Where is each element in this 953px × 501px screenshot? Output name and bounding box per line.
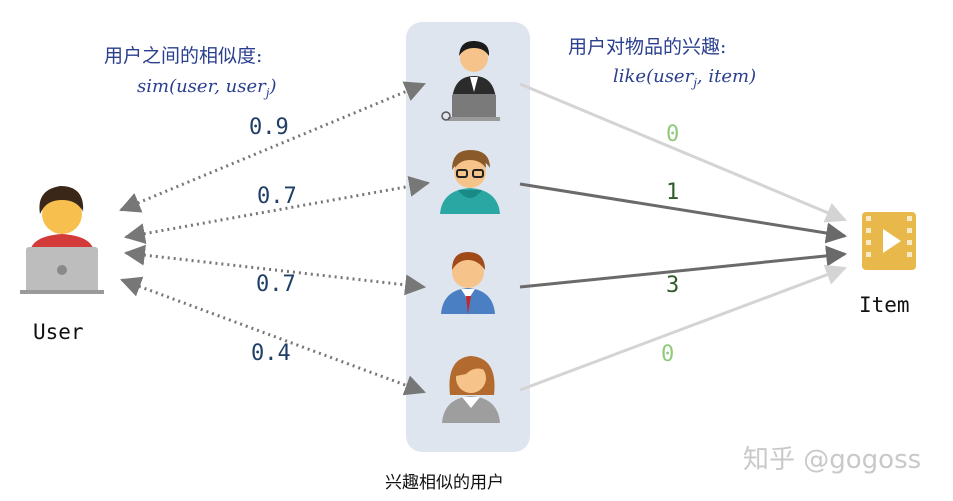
- similar-user-3-icon: [441, 252, 495, 314]
- similarity-lines: [119, 81, 431, 396]
- similar-user-2-icon: [440, 150, 500, 214]
- interest-formula-sub: j: [690, 76, 697, 90]
- user-label: User: [33, 320, 84, 344]
- similarity-formula-main: sim(user, user: [137, 76, 267, 97]
- interest-value-2: 1: [666, 180, 679, 205]
- item-video-icon: [862, 212, 916, 270]
- similarity-formula: sim(user, userj): [137, 76, 277, 100]
- similarity-value-3: 0.7: [256, 272, 296, 297]
- item-label: Item: [859, 293, 910, 317]
- similarity-value-4: 0.4: [251, 341, 291, 366]
- interest-line-2: [519, 182, 848, 244]
- interest-formula-close: , item): [697, 66, 756, 87]
- similarity-formula-close: ): [268, 76, 276, 97]
- similarity-title: 用户之间的相似度:: [104, 45, 262, 67]
- interest-value-1: 0: [666, 122, 679, 147]
- watermark: 知乎 @gogoss: [743, 445, 921, 475]
- interest-title: 用户对物品的兴趣:: [568, 36, 726, 58]
- user-avatar-icon: [20, 186, 104, 294]
- interest-value-4: 0: [661, 342, 674, 367]
- interest-value-3: 3: [666, 273, 679, 298]
- similarity-value-1: 0.9: [249, 115, 289, 140]
- interest-line-4: [519, 264, 847, 392]
- similar-user-1-icon: [441, 40, 500, 121]
- column-caption: 兴趣相似的用户: [385, 473, 504, 493]
- interest-formula-main: like(user: [613, 66, 695, 87]
- interest-lines: [519, 82, 848, 392]
- similarity-value-2: 0.7: [257, 184, 297, 209]
- interest-line-1: [519, 82, 847, 223]
- similarity-line-3: [123, 244, 427, 296]
- similar-user-4-icon: [442, 356, 500, 423]
- interest-formula: like(userj, item): [613, 66, 756, 90]
- similar-users-column: [406, 22, 530, 452]
- interest-line-3: [519, 245, 848, 289]
